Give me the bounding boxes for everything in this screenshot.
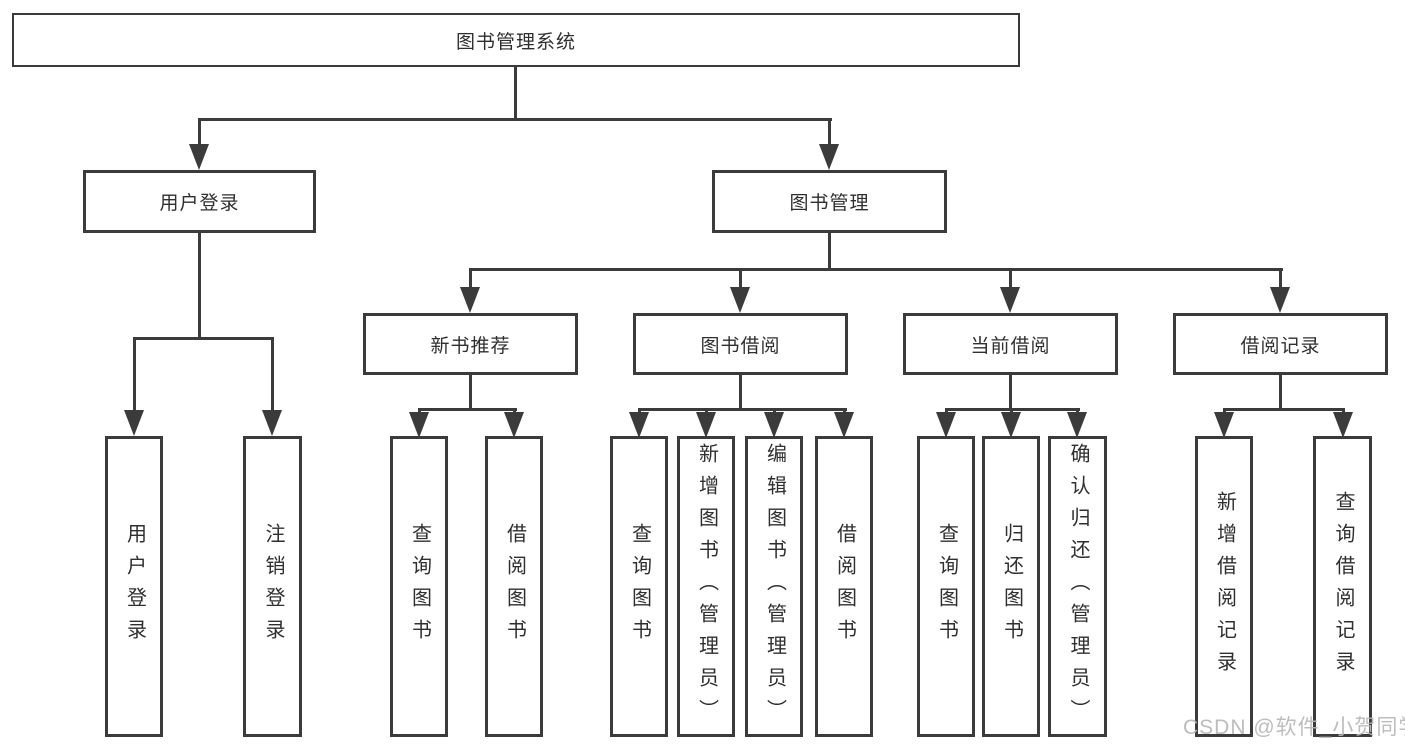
node-label: 用户登录 bbox=[123, 522, 146, 651]
leaf-query-borrow-record: 查询借阅记录 bbox=[1313, 436, 1372, 737]
connector-line bbox=[469, 375, 472, 410]
connector-line bbox=[133, 337, 136, 410]
leaf-user-login: 用户登录 bbox=[105, 436, 163, 737]
node-new-book-recommend: 新书推荐 bbox=[363, 313, 578, 375]
watermark: CSDN @软件_小贺同学 bbox=[1183, 716, 1405, 739]
node-library-system: 图书管理系统 bbox=[12, 13, 1020, 67]
leaf-borrow-books: 借阅图书 bbox=[815, 436, 873, 737]
node-label: 图书借阅 bbox=[700, 335, 781, 357]
connector-line bbox=[1279, 268, 1282, 290]
connector-line bbox=[198, 118, 832, 121]
leaf-query-books-borrow: 查询图书 bbox=[610, 436, 668, 737]
arrowhead-down bbox=[1333, 412, 1353, 438]
arrowhead-down bbox=[1067, 412, 1087, 438]
node-label: 新增借阅记录 bbox=[1213, 490, 1236, 683]
arrowhead-down bbox=[460, 287, 480, 313]
connector-line bbox=[469, 268, 1283, 271]
node-label: 新增图书（管理员） bbox=[695, 442, 718, 731]
node-label: 查询图书 bbox=[628, 522, 651, 651]
leaf-edit-book-admin: 编辑图书（管理员） bbox=[745, 436, 803, 737]
node-label: 当前借阅 bbox=[970, 335, 1051, 357]
node-user-login: 用户登录 bbox=[83, 170, 316, 233]
node-label: 注销登录 bbox=[262, 522, 284, 651]
arrowhead-down bbox=[409, 412, 429, 438]
node-borrow-records: 借阅记录 bbox=[1173, 313, 1388, 375]
arrowhead-down bbox=[1001, 412, 1021, 438]
connector-line bbox=[133, 337, 274, 340]
arrowhead-down bbox=[730, 287, 750, 313]
connector-line bbox=[1279, 375, 1282, 410]
node-label: 用户登录 bbox=[159, 193, 240, 214]
arrowhead-down bbox=[629, 412, 649, 438]
node-label: 查询图书 bbox=[408, 522, 431, 651]
arrowhead-down bbox=[834, 412, 854, 438]
leaf-query-books-current: 查询图书 bbox=[917, 436, 975, 737]
leaf-add-borrow-record: 新增借阅记录 bbox=[1195, 436, 1253, 737]
connector-line bbox=[828, 233, 831, 270]
connector-line bbox=[739, 375, 742, 410]
arrowhead-down bbox=[124, 410, 144, 436]
node-label: 图书管理 bbox=[789, 193, 870, 214]
leaf-add-book-admin: 新增图书（管理员） bbox=[677, 436, 735, 737]
arrowhead-down bbox=[504, 412, 524, 438]
leaf-query-books-recommend: 查询图书 bbox=[390, 436, 448, 737]
leaf-return-book: 归还图书 bbox=[982, 436, 1040, 737]
arrowhead-down bbox=[1000, 287, 1020, 313]
node-book-borrow: 图书借阅 bbox=[633, 313, 848, 375]
connector-line bbox=[198, 233, 201, 339]
node-label: 借阅图书 bbox=[833, 522, 856, 651]
arrowhead-down bbox=[696, 412, 716, 438]
node-label: 新书推荐 bbox=[430, 335, 511, 357]
connector-line bbox=[1009, 268, 1012, 290]
node-label: 确认归还（管理员） bbox=[1067, 442, 1089, 731]
node-label: 借阅记录 bbox=[1240, 335, 1321, 357]
arrowhead-down bbox=[189, 144, 209, 170]
arrowhead-down bbox=[936, 412, 956, 438]
connector-line bbox=[828, 118, 831, 148]
leaf-confirm-return-admin: 确认归还（管理员） bbox=[1048, 436, 1107, 737]
arrowhead-down bbox=[1214, 412, 1234, 438]
connector-line bbox=[198, 118, 201, 148]
connector-line bbox=[1223, 408, 1345, 411]
connector-line bbox=[638, 408, 847, 411]
connector-line bbox=[271, 337, 274, 410]
node-label: 编辑图书（管理员） bbox=[763, 442, 786, 731]
connector-line bbox=[739, 268, 742, 290]
node-label: 归还图书 bbox=[1000, 522, 1023, 651]
node-book-management: 图书管理 bbox=[712, 170, 947, 233]
arrowhead-down bbox=[764, 412, 784, 438]
arrowhead-down bbox=[819, 144, 839, 170]
arrowhead-down bbox=[1270, 287, 1290, 313]
node-label: 查询图书 bbox=[935, 522, 958, 651]
node-label: 查询借阅记录 bbox=[1332, 490, 1354, 683]
connector-line bbox=[1009, 375, 1012, 410]
connector-line bbox=[469, 268, 472, 290]
connector-line bbox=[514, 67, 517, 120]
leaf-borrow-books-recommend: 借阅图书 bbox=[485, 436, 543, 737]
arrowhead-down bbox=[262, 410, 282, 436]
node-label: 借阅图书 bbox=[503, 522, 526, 651]
leaf-logout: 注销登录 bbox=[243, 436, 302, 737]
connector-line bbox=[418, 408, 517, 411]
node-current-borrow: 当前借阅 bbox=[903, 313, 1118, 375]
node-label: 图书管理系统 bbox=[455, 31, 576, 53]
